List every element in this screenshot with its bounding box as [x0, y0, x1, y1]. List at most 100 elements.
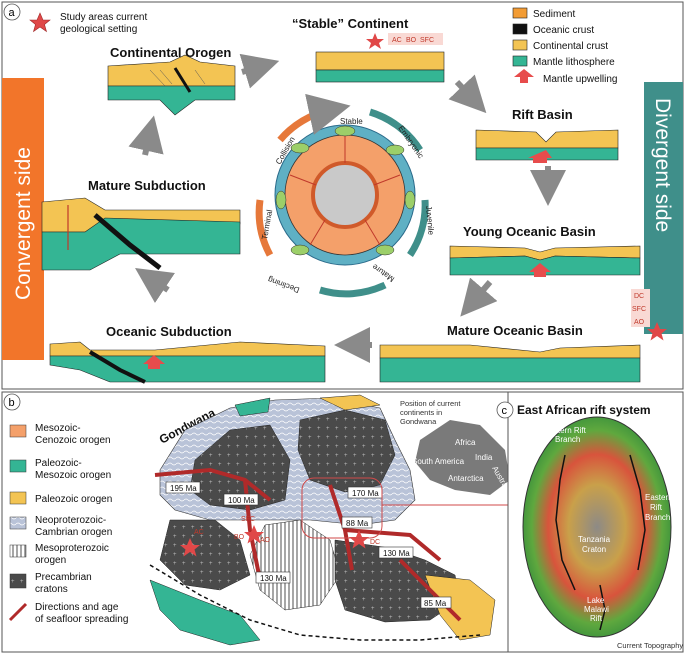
- stage-young-ocean-title: Young Oceanic Basin: [463, 224, 596, 239]
- legend-mantle: Mantle lithosphere: [533, 57, 615, 68]
- legend-b-swatch-3: [9, 516, 27, 530]
- legend-b-1-l2: Mesozoic orogen: [35, 470, 111, 481]
- stage-orogen: Continental Orogen: [107, 45, 236, 116]
- panel-c-caption: Current Topography: [617, 641, 683, 650]
- stable-tags-box: [388, 33, 443, 45]
- inset-south-america: South America: [412, 457, 465, 466]
- study-sites: AC SFC BO AO DC: [180, 516, 380, 557]
- panel-c-letter: c: [502, 405, 508, 417]
- inset-caption-3: Gondwana: [400, 417, 437, 426]
- stage-mature-subduction: Mature Subduction: [41, 178, 241, 271]
- legend-b-swatch-4: [9, 544, 27, 558]
- legend-b-6-l1: Directions and age: [35, 602, 119, 613]
- label-malawi-1: Lake: [587, 596, 605, 605]
- star-icon: [366, 33, 384, 49]
- legend-b-swatch-2: [9, 491, 27, 505]
- convergent-bar: [2, 78, 44, 360]
- gondwana-map: [149, 394, 496, 646]
- stage-oceanic-subduction-title: Oceanic Subduction: [106, 324, 232, 339]
- legend-b-4-l1: Mesoproterozoic: [35, 543, 109, 554]
- legend-b-3-l2: Cambrian orogen: [35, 527, 112, 538]
- label-eastern-3: Branch: [645, 513, 670, 522]
- label-craton-2: Craton: [582, 545, 606, 554]
- legend-b-1-l1: Paleozoic-: [35, 458, 82, 469]
- legend-b-5-l1: Precambrian: [35, 572, 92, 583]
- label-malawi-3: Rift: [590, 614, 603, 623]
- legend-b-4-l2: orogen: [35, 555, 66, 566]
- legend-b-swatch-1: [9, 459, 27, 473]
- stage-rift-title: Rift Basin: [512, 107, 573, 122]
- stage-rift: Rift Basin: [475, 107, 619, 163]
- site-dc: DC: [370, 539, 380, 546]
- label-western-1: Western Rift: [542, 426, 587, 435]
- label-eastern-1: Eastern: [645, 493, 673, 502]
- star-icon: [647, 322, 667, 341]
- star-icon: [180, 538, 200, 557]
- mature-ocean-tag-sfc: SFC: [632, 306, 646, 313]
- label-eastern-2: Rift: [650, 503, 663, 512]
- cycle-stable: Stable: [340, 117, 363, 126]
- age-labels: 195 Ma 100 Ma 170 Ma 88 Ma 130 Ma 130 Ma…: [165, 481, 452, 609]
- stage-young-ocean: Young Oceanic Basin: [449, 224, 641, 277]
- stable-tag-ac: AC: [392, 37, 402, 44]
- site-sfc: SFC: [241, 516, 255, 523]
- label-craton-1: Tanzania: [578, 535, 611, 544]
- age-195: 195 Ma: [170, 484, 197, 493]
- age-130-east: 130 Ma: [383, 549, 410, 558]
- material-legend: Sediment Oceanic crust Continental crust…: [512, 7, 618, 85]
- convergent-label: Convergent side: [12, 147, 35, 300]
- stage-mature-ocean: Mature Oceanic Basin DC SFC AO: [379, 289, 667, 383]
- panel-b-letter: b: [9, 397, 15, 409]
- star-icon: [29, 12, 51, 33]
- age-85: 85 Ma: [424, 599, 447, 608]
- upwelling-arrow-icon: [514, 69, 534, 83]
- legend-b-swatch-0: [9, 424, 27, 438]
- panel-b-legend: Mesozoic- Cenozoic orogen Paleozoic- Mes…: [8, 423, 128, 625]
- stage-stable: “Stable” Continent AC BO SFC: [292, 16, 445, 83]
- rift-highlight: [301, 477, 383, 539]
- age-88: 88 Ma: [346, 519, 369, 528]
- legend-continental-crust: Continental crust: [533, 41, 608, 52]
- legend-b-swatch-5: [9, 573, 27, 589]
- mature-ocean-tags-box: [631, 289, 650, 327]
- panel-c-title: East African rift system: [517, 403, 651, 417]
- inset-caption-1: Position of current: [400, 399, 461, 408]
- mantle-swatch: [512, 55, 528, 67]
- site-bo: BO: [234, 534, 245, 541]
- star-icon: [349, 530, 369, 549]
- age-170: 170 Ma: [352, 489, 379, 498]
- stable-tag-bo: BO: [406, 37, 417, 44]
- stage-oceanic-subduction: Oceanic Subduction: [49, 324, 326, 384]
- legend-b-5-l2: cratons: [35, 584, 68, 595]
- legend-b-0-l2: Cenozoic orogen: [35, 435, 111, 446]
- inset-caption-2: continents in: [400, 408, 442, 417]
- oceanic-crust-swatch: [512, 23, 528, 35]
- stage-mature-ocean-title: Mature Oceanic Basin: [447, 323, 583, 338]
- inset-india: India: [475, 453, 493, 462]
- study-star-legend: Study areas current geological setting: [29, 12, 147, 35]
- site-ao: AO: [260, 537, 271, 544]
- legend-upwelling: Mantle upwelling: [543, 74, 618, 85]
- stage-stable-title: “Stable” Continent: [292, 16, 409, 31]
- site-ac: AC: [194, 529, 204, 536]
- panel-c: c East African rift system Western Rift …: [496, 391, 684, 653]
- stable-tag-sfc: SFC: [420, 37, 434, 44]
- legend-b-3-l1: Neoproterozoic-: [35, 515, 106, 526]
- divergent-bar: [644, 82, 683, 334]
- sediment-swatch: [512, 7, 528, 19]
- panel-b: b Mesozoic- Cenozoic orogen Paleozoic- M…: [1, 391, 520, 653]
- study-star-line1: Study areas current: [60, 12, 147, 23]
- continental-crust-swatch: [512, 39, 528, 51]
- divergent-label: Divergent side: [651, 98, 674, 232]
- legend-sediment: Sediment: [533, 9, 575, 20]
- continent-inset: Position of current continents in Gondwa…: [400, 399, 514, 496]
- star-icon: [244, 525, 264, 544]
- mature-ocean-tag-dc: DC: [634, 293, 644, 300]
- legend-oceanic-crust: Oceanic crust: [533, 25, 594, 36]
- inset-africa: Africa: [455, 438, 476, 447]
- legend-b-2-l1: Paleozoic orogen: [35, 494, 112, 505]
- mature-ocean-tag-ao: AO: [634, 319, 645, 326]
- legend-b-0-l1: Mesozoic-: [35, 423, 81, 434]
- panel-a: a Study areas current geological setting…: [1, 1, 684, 390]
